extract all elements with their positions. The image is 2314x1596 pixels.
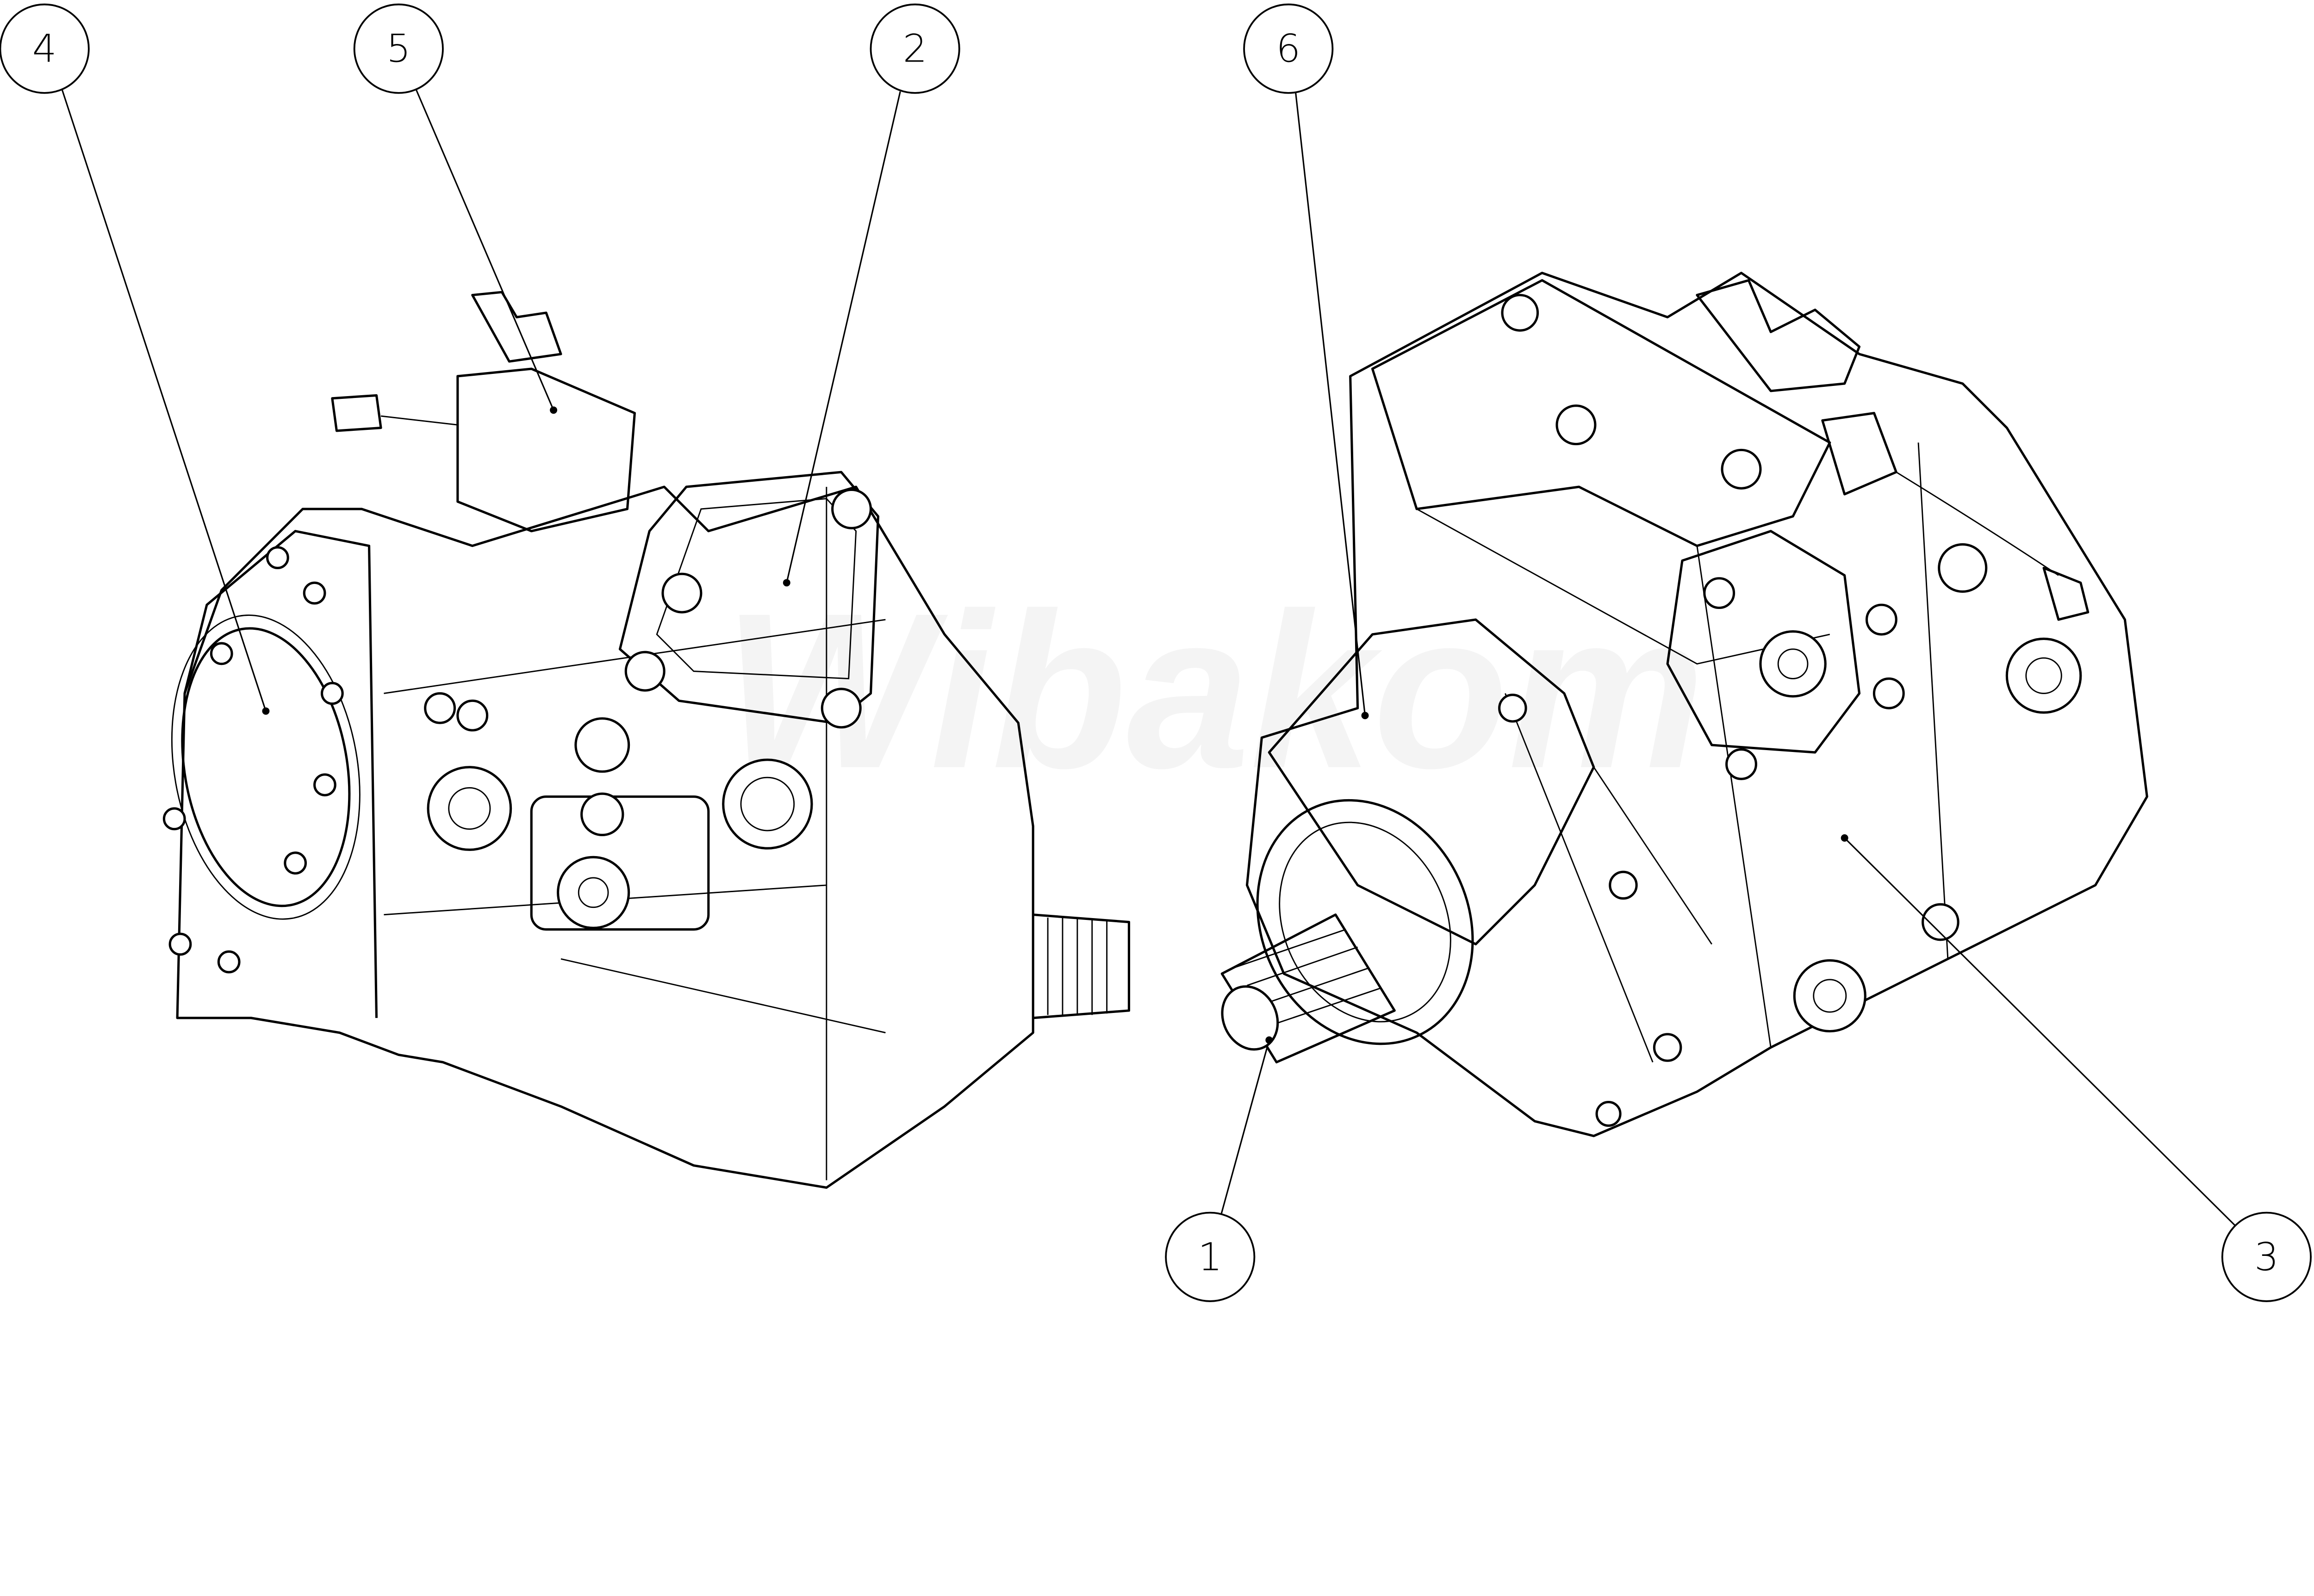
callout-1: 1 <box>1165 1211 1256 1302</box>
callout-label: 3 <box>2254 1235 2279 1279</box>
watermark: Wibakom <box>723 567 1705 814</box>
callout-5: 5 <box>353 3 444 94</box>
leader-lines <box>61 89 2239 1230</box>
callout-2: 2 <box>870 3 960 94</box>
callout-label: 6 <box>1276 26 1300 71</box>
right-pump-drawing <box>1220 272 2148 1137</box>
exploded-pump-diagram: Wibakom <box>0 3 2312 1302</box>
callout-3: 3 <box>2221 1211 2312 1302</box>
callout-label: 4 <box>32 26 57 71</box>
callout-4: 4 <box>0 3 90 94</box>
callout-label: 1 <box>1198 1235 1222 1279</box>
callout-label: 5 <box>386 26 411 71</box>
callout-6: 6 <box>1243 3 1334 94</box>
left-pump-drawing <box>162 291 1130 1189</box>
callout-label: 2 <box>903 26 927 71</box>
